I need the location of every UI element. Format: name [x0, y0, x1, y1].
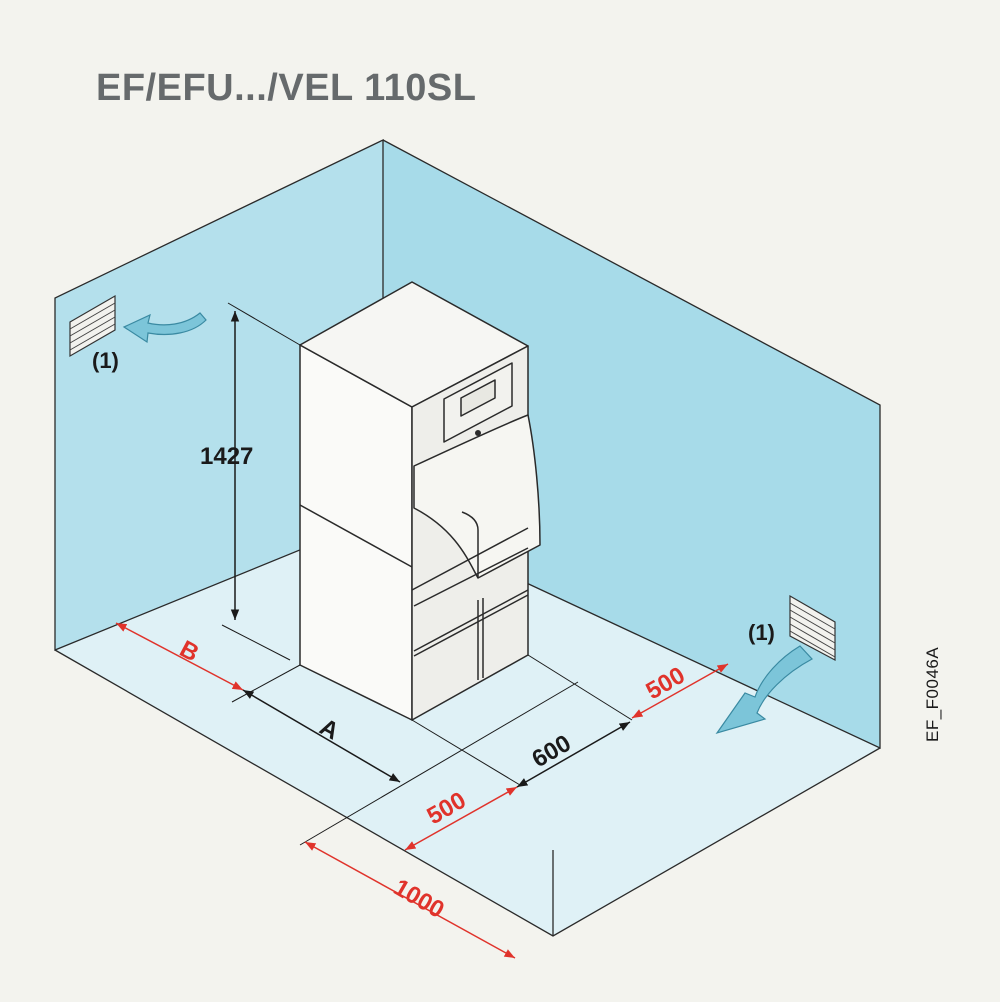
- right-wall: [383, 140, 880, 748]
- airflow-arrow-left: [122, 312, 207, 344]
- dimension-side-clearance: [242, 689, 401, 783]
- vent-grille-right: [789, 594, 836, 661]
- dimension-front-clearance: [404, 786, 518, 851]
- callout-vent-right: (1): [748, 620, 775, 645]
- boiler-left-face: [299, 344, 413, 721]
- dimension-depth: [411, 654, 633, 788]
- floor: [55, 516, 880, 936]
- reference-code: EF_F0046A: [923, 647, 942, 742]
- control-display: [460, 379, 496, 417]
- diagram-title: EF/EFU.../VEL 110SL: [96, 67, 476, 109]
- callout-vent-left: (1): [92, 348, 119, 373]
- airflow-arrow-right: [715, 645, 813, 735]
- control-knob: [475, 430, 481, 436]
- dimension-total-width: [304, 841, 516, 959]
- boiler-front-cover: [413, 414, 541, 579]
- dimension-right-clearance: [631, 663, 729, 719]
- extension-line-front: [299, 681, 579, 846]
- dimension-height-label: 1427: [200, 443, 253, 470]
- vent-grille-left: [69, 294, 116, 358]
- boiler-unit: [299, 281, 541, 721]
